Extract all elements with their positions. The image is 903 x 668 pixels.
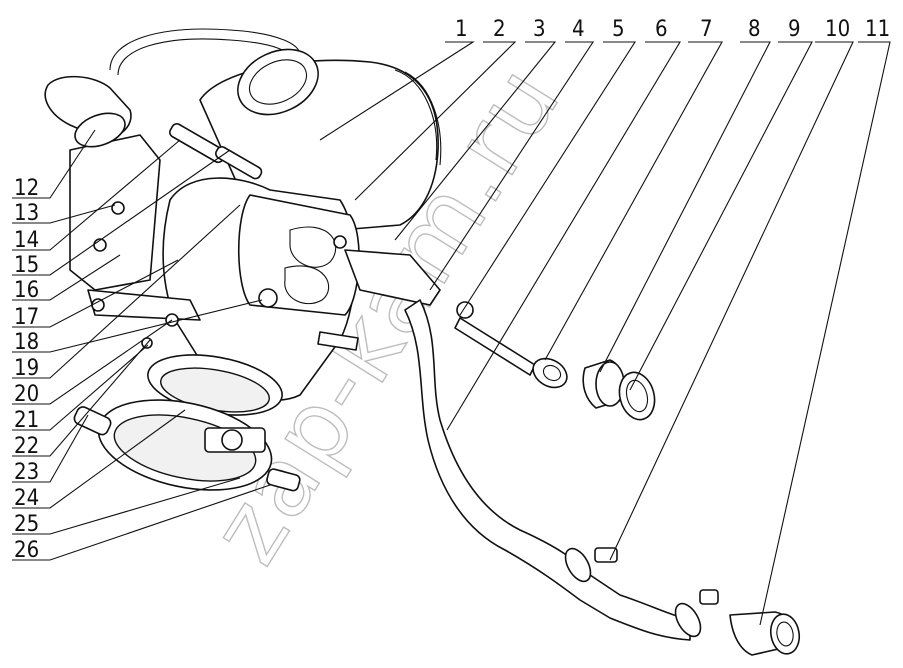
callout-number: 23 xyxy=(14,460,39,485)
callout-number: 13 xyxy=(14,201,39,226)
callout-number: 11 xyxy=(865,17,890,42)
callout-number: 6 xyxy=(655,17,668,42)
v-band-clamp xyxy=(73,399,301,492)
left-leaders xyxy=(12,129,271,561)
top-leaders xyxy=(319,41,891,626)
callout-number: 21 xyxy=(14,408,39,433)
callout-number: 18 xyxy=(14,330,39,355)
callout-number: 16 xyxy=(14,278,39,303)
oil-feed-pipe xyxy=(454,317,568,389)
callout-number: 1 xyxy=(455,17,468,42)
callout-number: 25 xyxy=(14,512,39,537)
callout-number: 4 xyxy=(572,17,585,42)
callout-number: 10 xyxy=(825,17,850,42)
callout-number: 17 xyxy=(14,305,39,330)
union-fitting xyxy=(582,359,626,409)
callout-number: 20 xyxy=(14,382,39,407)
callout-number: 19 xyxy=(14,356,39,381)
callout-number: 12 xyxy=(14,176,39,201)
o-ring xyxy=(618,371,656,421)
callout-number: 5 xyxy=(612,17,625,42)
callout-number: 22 xyxy=(14,434,39,459)
callout-number: 15 xyxy=(14,253,39,278)
callout-number: 24 xyxy=(14,486,39,511)
turbocharger-assembly xyxy=(44,28,474,416)
oil-drain-pipe xyxy=(404,299,801,656)
callout-number: 2 xyxy=(493,17,506,42)
callout-number: 26 xyxy=(14,538,39,563)
callout-number: 9 xyxy=(788,17,801,42)
callout-number: 8 xyxy=(748,17,761,42)
callout-number: 14 xyxy=(14,228,39,253)
callout-number: 7 xyxy=(700,17,713,42)
callout-number: 3 xyxy=(533,17,546,42)
